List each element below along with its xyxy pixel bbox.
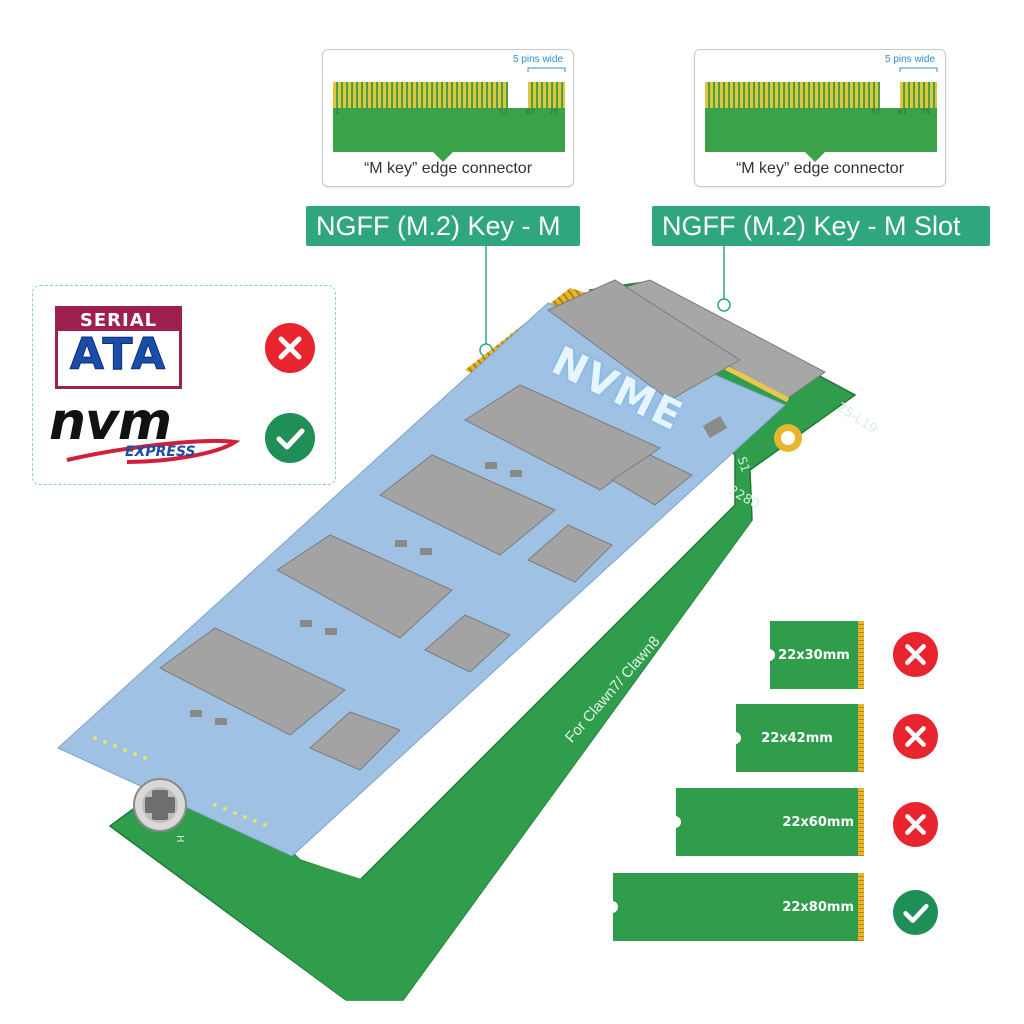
size-card-22x30: 22x30mm xyxy=(770,621,864,689)
pins-wide-label: 5 pins wide xyxy=(513,54,564,65)
size-22x80-supported-icon xyxy=(893,890,938,935)
pin-label-75: 75 xyxy=(549,108,558,116)
size-card-22x42: 22x42mm xyxy=(736,704,864,772)
size-label: 22x42mm xyxy=(761,730,833,746)
sata-logo: SERIAL ATA xyxy=(55,306,182,389)
pin-label-57: 57 xyxy=(871,108,880,116)
size-22x30-unsupported-icon xyxy=(893,632,938,677)
size-card-22x80: 22x80mm xyxy=(613,873,864,941)
edge-connector-diagram xyxy=(705,67,938,162)
connector-diagram-left: 5 pins wide 1 57 67 75 “M key” edge conn… xyxy=(322,49,574,187)
sata-logo-serial: SERIAL xyxy=(79,310,158,331)
mounting-screw xyxy=(133,778,187,832)
sata-unsupported-icon xyxy=(265,323,315,373)
pins-wide-label: 5 pins wide xyxy=(885,54,936,65)
pin-label-67: 67 xyxy=(526,108,535,116)
sata-logo-ata: ATA xyxy=(69,329,168,381)
connector-diagram-right: 5 pins wide 57 67 75 “M key” edge connec… xyxy=(694,49,946,187)
nvme-supported-icon xyxy=(265,413,315,463)
nvm-express-logo: nvm EXPRESS xyxy=(47,392,247,470)
connector-caption: “M key” edge connector xyxy=(735,160,905,177)
size-label: 22x80mm xyxy=(782,899,854,915)
nvm-logo-text: nvm xyxy=(49,392,172,452)
size-label: 22x60mm xyxy=(782,814,854,830)
size-22x42-unsupported-icon xyxy=(893,714,938,759)
size-card-22x60: 22x60mm xyxy=(676,788,864,856)
pin-label-57: 57 xyxy=(499,108,508,116)
key-m-tag: NGFF (M.2) Key - M xyxy=(306,206,580,246)
size-label: 22x30mm xyxy=(778,647,850,663)
size-22x60-unsupported-icon xyxy=(893,802,938,847)
express-logo-text: EXPRESS xyxy=(125,444,196,460)
pin-label-75: 75 xyxy=(921,108,930,116)
pin-label-67: 67 xyxy=(898,108,907,116)
edge-connector-diagram xyxy=(333,67,566,162)
interface-compatibility-panel: SERIAL ATA nvm EXPRESS xyxy=(32,285,336,485)
pin-label-1: 1 xyxy=(335,108,340,116)
connector-caption: “M key” edge connector xyxy=(363,160,533,177)
key-m-slot-tag: NGFF (M.2) Key - M Slot xyxy=(652,206,990,246)
silkscreen-h: H xyxy=(174,835,185,843)
